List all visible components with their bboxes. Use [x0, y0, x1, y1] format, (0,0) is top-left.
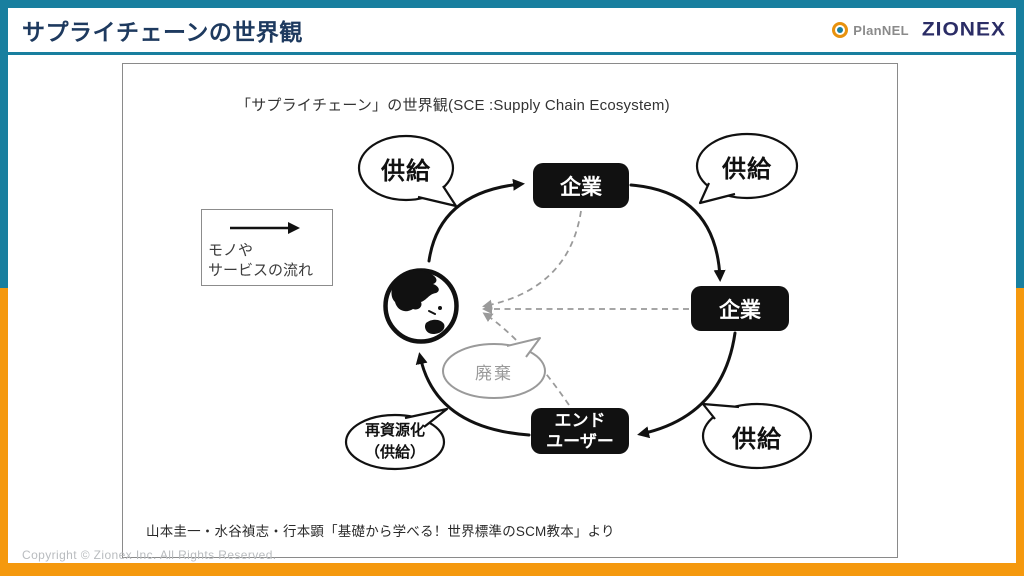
plannel-swirl-icon: [832, 22, 849, 38]
legend-arrow-icon: [230, 222, 300, 234]
node-company-right: 企業: [691, 286, 789, 331]
header-divider: [8, 52, 1016, 55]
node-company-right-label: 企業: [719, 298, 761, 322]
right-accent-bar-orange: [1016, 288, 1024, 576]
diagram-title: 「サプライチェーン」の世界観(SCE :Supply Chain Ecosyst…: [236, 97, 670, 114]
right-accent-bar-teal: [1016, 0, 1024, 288]
top-accent-bar: [0, 0, 1024, 8]
bubble-recycle-label-line1: 再資源化: [364, 422, 425, 440]
node-company-top-label: 企業: [560, 175, 602, 199]
demand-dashed-arrows: [482, 210, 689, 406]
left-accent-bar-orange: [0, 288, 8, 576]
node-end-user: エンド ユーザー: [531, 408, 629, 454]
node-company-top: 企業: [533, 163, 629, 208]
cycle-arrows: [415, 178, 737, 439]
bubble-supply-top-right-label: 供給: [722, 155, 772, 183]
flow-diagram-svg: [344, 132, 813, 471]
bubble-disposal-label: 廃棄: [475, 363, 513, 383]
node-end-user-label-line2: ユーザー: [546, 432, 614, 451]
logo-row: PlanNEL ZIONEX: [832, 17, 1006, 43]
left-accent-bar-teal: [0, 0, 8, 288]
bubble-supply-top-left-label: 供給: [381, 157, 431, 185]
legend-box: モノや サービスの流れ: [201, 209, 333, 286]
bottom-accent-bar: [0, 563, 1024, 576]
plannel-logo-text: PlanNEL: [853, 22, 909, 38]
diagram-panel: 「サプライチェーン」の世界観(SCE :Supply Chain Ecosyst…: [122, 63, 898, 558]
plannel-logo: PlanNEL: [832, 22, 909, 38]
node-end-user-label-line1: エンド: [554, 410, 606, 430]
bubble-recycle-label-line2: （供給）: [364, 444, 425, 461]
copyright-text: Copyright © Zionex Inc. All Rights Reser…: [22, 548, 277, 562]
legend-label-line2: サービスの流れ: [208, 262, 314, 280]
zionex-logo-text: ZIONEX: [921, 18, 1006, 41]
bubble-recycle-label: 再資源化 （供給）: [346, 418, 444, 466]
citation-text: 山本圭一・水谷禎志・行本顕「基礎から学べる！世界標準のSCM教本」より: [146, 524, 615, 539]
legend-label-line1: モノや: [208, 242, 254, 259]
speech-bubbles: [344, 132, 813, 471]
globe-icon: [383, 268, 459, 344]
bubble-supply-bottom-right-label: 供給: [732, 425, 782, 453]
page-title: サプライチェーンの世界観: [22, 19, 303, 45]
